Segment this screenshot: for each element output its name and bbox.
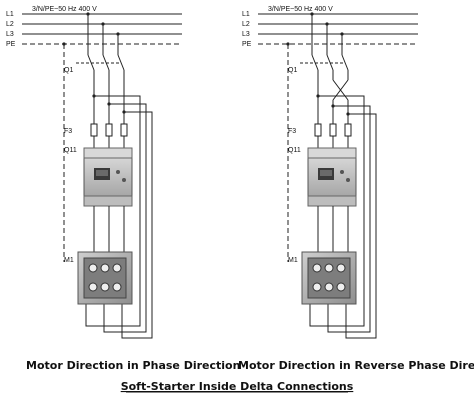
main-switch-right bbox=[300, 54, 349, 71]
motor bbox=[77, 251, 133, 305]
label-q1: Q1 bbox=[64, 67, 73, 74]
main-switch bbox=[76, 54, 125, 71]
soft-starter-right bbox=[307, 147, 357, 207]
label-q11-right: Q11 bbox=[288, 147, 301, 154]
label-f3-right: F3 bbox=[288, 128, 296, 135]
caption-left: Motor Direction in Phase Direction bbox=[26, 359, 240, 372]
bus-label-pe: PE bbox=[6, 41, 16, 48]
bus-label-l2: L2 bbox=[6, 21, 14, 28]
motor-right bbox=[301, 251, 357, 305]
fuses bbox=[90, 123, 128, 137]
label-m1: M1 bbox=[64, 257, 74, 264]
soft-starter bbox=[83, 147, 133, 207]
right-diagram: L1 L2 L3 PE 3/N/PE~50 Hz 400 V Q1 bbox=[242, 6, 418, 339]
bus-label-l3: L3 bbox=[6, 31, 14, 38]
left-diagram: L1 L2 L3 PE 3/N/PE~50 Hz 400 V Q1 bbox=[6, 6, 182, 339]
caption-right: Motor Direction in Reverse Phase Directi… bbox=[238, 359, 474, 372]
bus-label-l2-right: L2 bbox=[242, 21, 250, 28]
bus-label-l1-right: L1 bbox=[242, 11, 250, 18]
label-f3: F3 bbox=[64, 128, 72, 135]
supply-label: 3/N/PE~50 Hz 400 V bbox=[32, 6, 97, 13]
figure-title: Soft-Starter Inside Delta Connections bbox=[121, 380, 354, 393]
bus-label-pe-right: PE bbox=[242, 41, 252, 48]
supply-label-right: 3/N/PE~50 Hz 400 V bbox=[268, 6, 333, 13]
bus-label-l1: L1 bbox=[6, 11, 14, 18]
bus-label-l3-right: L3 bbox=[242, 31, 250, 38]
label-q11: Q11 bbox=[64, 147, 77, 154]
fuses-right bbox=[314, 123, 352, 137]
label-q1-right: Q1 bbox=[288, 67, 297, 74]
label-m1-right: M1 bbox=[288, 257, 298, 264]
